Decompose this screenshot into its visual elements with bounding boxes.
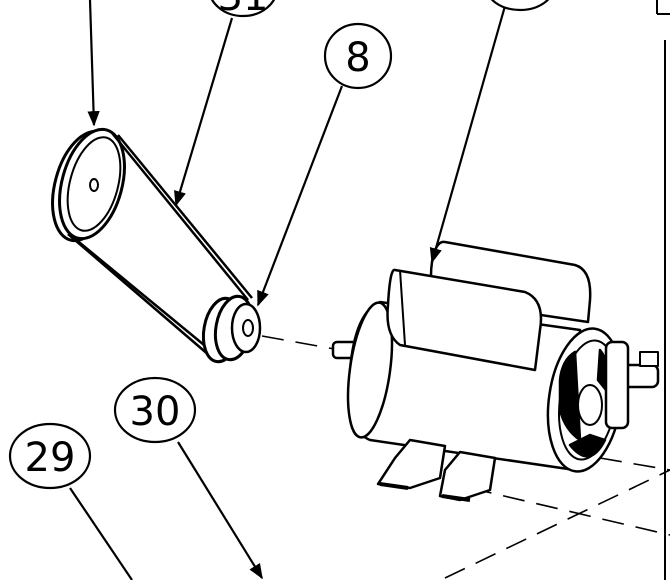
motor-foot-left xyxy=(376,438,447,490)
large-pulley-bore xyxy=(89,178,99,192)
diagonal-centerline xyxy=(444,469,670,579)
leader-lines xyxy=(69,0,507,581)
callout-balloon-top-right xyxy=(490,0,550,12)
leader-top-right xyxy=(429,5,507,264)
right-frame-edge xyxy=(656,0,670,580)
belt-motor-centerline xyxy=(261,335,341,351)
callout-label-8: 8 xyxy=(345,35,370,81)
callout-label-29: 29 xyxy=(25,435,76,481)
callout-balloon-30: 30 xyxy=(113,376,197,444)
callout-label-31: 31 xyxy=(218,0,269,20)
leader-8 xyxy=(256,85,344,307)
center-lines xyxy=(261,335,670,579)
base-centerline-lower xyxy=(469,487,670,536)
motor-rear-cap xyxy=(346,301,394,439)
motor-foot-right xyxy=(438,450,497,502)
small-pulley-bore xyxy=(242,319,254,337)
large-pulley xyxy=(51,127,126,243)
callout-balloon-8: 8 xyxy=(323,22,393,90)
motor-shaft-key xyxy=(639,351,659,367)
motor-vent-bottom xyxy=(568,433,607,458)
motor-front-plate xyxy=(604,340,630,430)
leader-30 xyxy=(177,441,263,580)
base-centerline-upper xyxy=(599,457,670,471)
capacitor-cover-front xyxy=(386,268,543,372)
callout-label-30: 30 xyxy=(130,389,181,435)
small-pulley xyxy=(201,294,262,364)
v-belt xyxy=(67,132,253,357)
callout-balloon-31: 31 xyxy=(211,0,275,20)
electric-motor xyxy=(331,240,660,502)
callout-balloon-29: 29 xyxy=(8,422,92,490)
leader-29 xyxy=(69,487,133,581)
leader-31 xyxy=(174,17,234,207)
motor-front-hub xyxy=(577,384,603,426)
leader-top-left xyxy=(87,0,100,127)
